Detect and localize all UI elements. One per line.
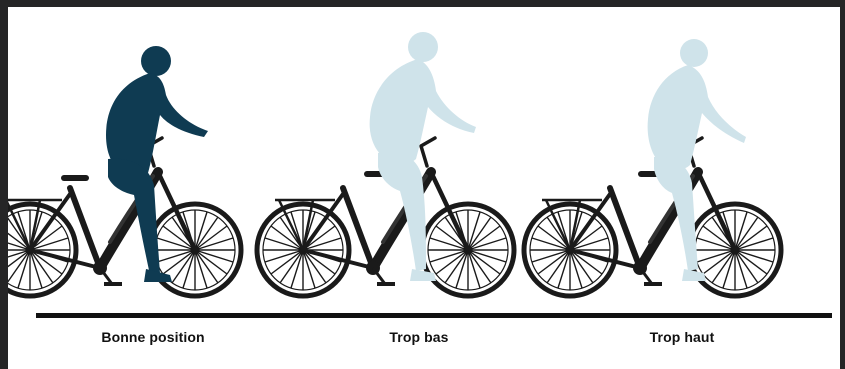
saddle (61, 175, 89, 181)
panel-too-high (524, 39, 781, 296)
illustration-panel: Bonne position Trop bas Trop haut (8, 7, 840, 369)
panel-good-position (8, 46, 241, 296)
caption-too-low: Trop bas (389, 329, 448, 345)
caption-good-position: Bonne position (101, 329, 204, 345)
ground-line (36, 313, 832, 318)
caption-too-high: Trop haut (650, 329, 715, 345)
panel-too-low (257, 32, 514, 296)
bike-fit-diagram (8, 7, 840, 369)
